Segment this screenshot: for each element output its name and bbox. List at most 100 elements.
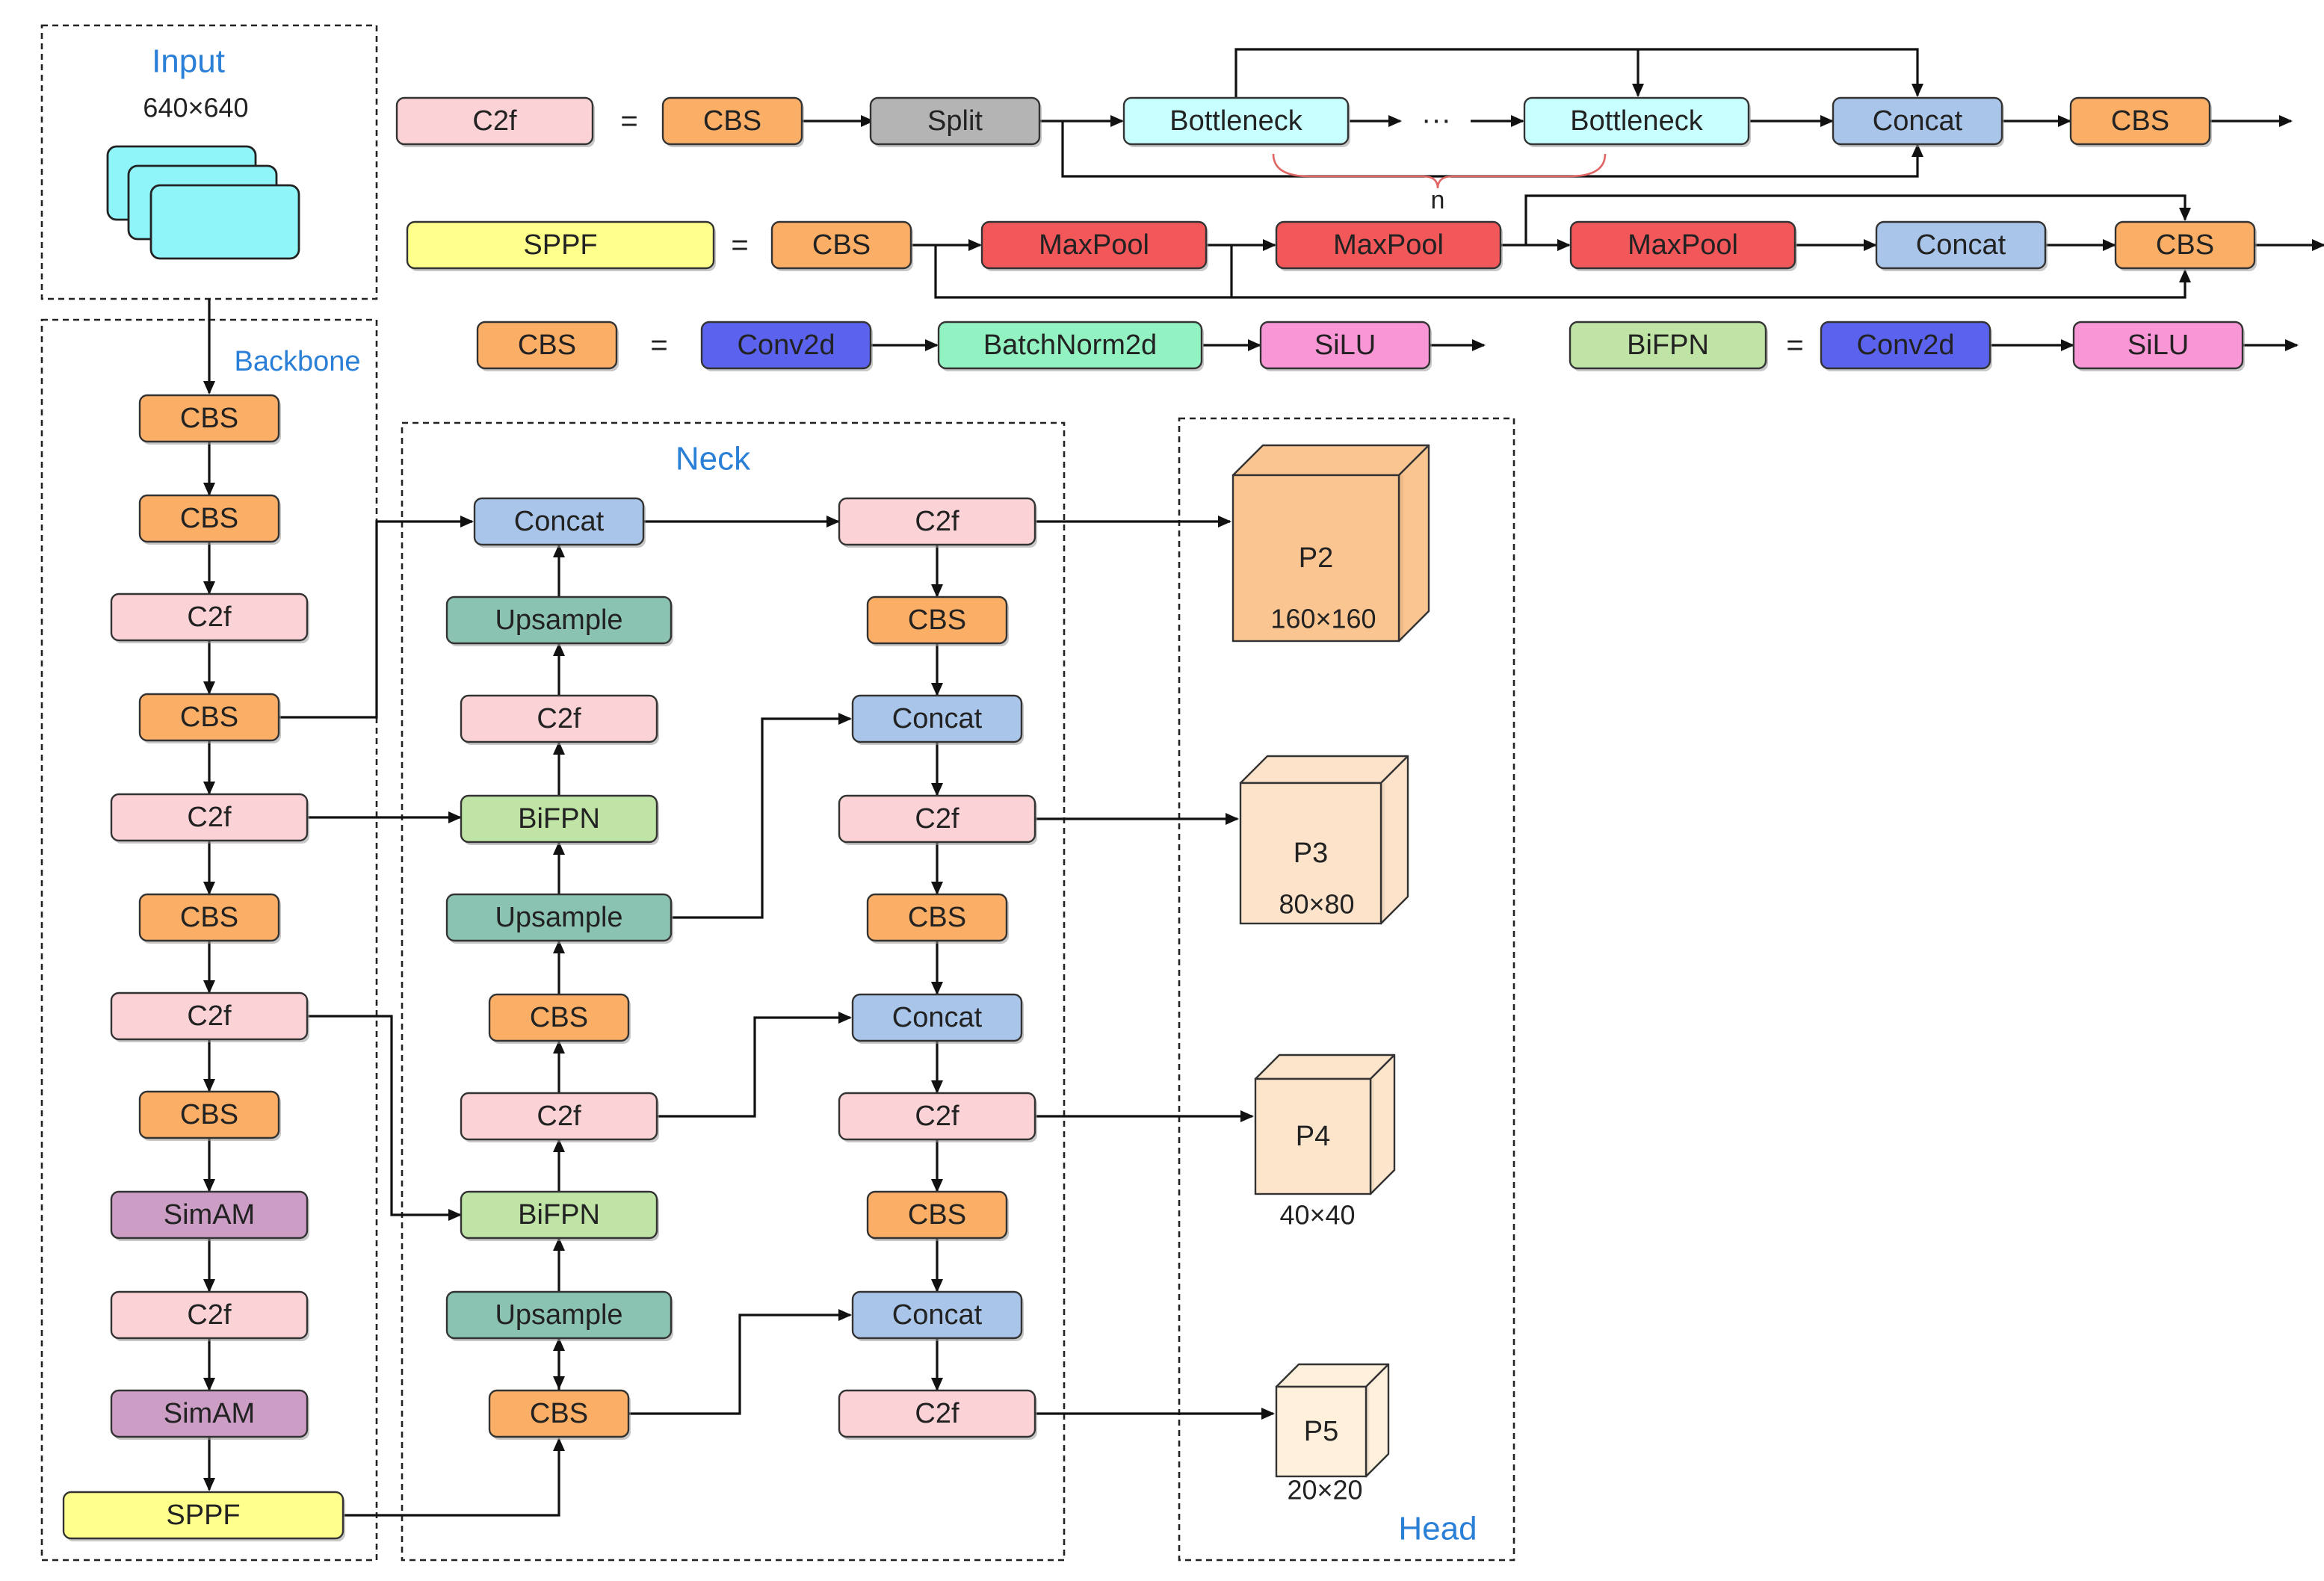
sppf-def-cbs-out-label: CBS	[2156, 229, 2214, 261]
neck-right-c2f-10-box	[838, 1389, 1036, 1438]
sppf-def-maxpool-2	[1275, 220, 1503, 271]
backbone-c2f-10-box	[110, 1290, 309, 1340]
sppf-def-maxpool-2-box	[1275, 220, 1502, 270]
neck-right-cbs-5-box	[866, 893, 1008, 942]
backbone-cbs-6	[138, 893, 281, 944]
head-cube-p5-front	[1275, 1385, 1367, 1478]
sppf-def-cbs-box	[770, 220, 912, 270]
neck-right-c2f-10-label: C2f	[915, 1398, 959, 1429]
cbs-def-name-box	[476, 321, 618, 370]
sppf-def-concat-box	[1875, 220, 2047, 270]
neck-right-concat-6-box	[851, 993, 1023, 1042]
backbone-c2f-3	[110, 593, 309, 643]
backbone-sppf-label: SPPF	[166, 1500, 240, 1531]
sppf-bypass-edge	[1524, 194, 2191, 245]
c2f-to-concat-edge	[658, 1012, 852, 1118]
backbone-simam-11-label: SimAM	[164, 1398, 255, 1429]
neck-left-concat-1-box	[473, 497, 645, 546]
neck-right-concat-3	[851, 694, 1024, 745]
backbone-cbs-2	[138, 494, 281, 545]
neck-left-c2f-3-box	[460, 694, 658, 743]
neck-right-c2f-1	[838, 497, 1037, 548]
neck-left-c2f-7	[460, 1092, 659, 1142]
cbs-def-silu-label: SiLU	[1314, 329, 1376, 361]
head-cube-p5-label: P5	[1304, 1416, 1338, 1447]
sppf-def-cbs-label: CBS	[812, 229, 871, 261]
neck-right-concat-3-label: Concat	[892, 703, 983, 734]
bifpn-def-conv2d-box	[1820, 321, 1991, 370]
cbs-def-silu-box	[1259, 321, 1431, 370]
sppf-def-maxpool-3-box	[1569, 220, 1796, 270]
backbone-c2f-5	[110, 793, 309, 844]
backbone-sppf-box	[62, 1491, 344, 1540]
c2f-def-name-box	[395, 96, 594, 146]
c2f-def-bottleneck-n	[1523, 96, 1751, 147]
neck-left-upsample-5	[445, 893, 673, 944]
cbs-def-silu	[1259, 321, 1432, 371]
neck-left-bifpn-4	[460, 794, 659, 845]
neck-left-bifpn-4-box	[460, 794, 658, 844]
cbs-def-conv2d-box	[700, 321, 872, 370]
neck-right-cbs-8-box	[866, 1190, 1008, 1240]
neck-right-c2f-7-label: C2f	[915, 1101, 959, 1132]
backbone-to-bifpn-edge	[308, 1015, 462, 1221]
neck-left-cbs-10-label: CBS	[530, 1398, 588, 1429]
head-cube-p5-shade	[1366, 1387, 1370, 1476]
neck-right-c2f-4	[838, 794, 1037, 845]
neck-right-c2f-7	[838, 1092, 1037, 1142]
head-cube-p4	[1254, 1054, 1396, 1195]
neck-right-c2f-10	[838, 1389, 1037, 1440]
neck-left-bifpn-8-box	[460, 1190, 658, 1240]
sppf-def-cbs-out-box	[2114, 220, 2256, 270]
cbs-def-batchnorm2d	[937, 321, 1204, 371]
backbone-cbs-2-label: CBS	[180, 503, 238, 534]
head-cube-p2-top	[1231, 444, 1430, 477]
c2f-repeat-n: n	[1431, 186, 1445, 214]
neck-left-upsample-9-label: Upsample	[495, 1299, 622, 1331]
head-cube-p2-front	[1231, 474, 1400, 643]
c2f-def-bottleneck-1-label: Bottleneck	[1169, 105, 1302, 137]
head-section	[1178, 417, 1515, 1562]
neck-left-cbs-6-box	[488, 993, 630, 1042]
c2f-def-cbs-out-label: CBS	[2111, 105, 2169, 137]
backbone-cbs-2-box	[138, 494, 280, 543]
sppf-to-neck-edge	[344, 1438, 565, 1517]
backbone-cbs-6-box	[138, 893, 280, 942]
neck-right-cbs-5-label: CBS	[908, 902, 966, 933]
neck-right-cbs-2-label: CBS	[908, 604, 966, 636]
neck-right-cbs-8-label: CBS	[908, 1199, 966, 1231]
head-cube-p4-shade	[1370, 1079, 1374, 1194]
backbone-sppf	[62, 1491, 345, 1541]
neck-section	[401, 421, 1066, 1562]
neck-right-cbs-5	[866, 893, 1009, 944]
neck-left-upsample-2-label: Upsample	[495, 604, 622, 636]
neck-left-bifpn-4-label: BiFPN	[518, 803, 600, 835]
neck-right-c2f-4-label: C2f	[915, 803, 959, 835]
backbone-cbs-8	[138, 1090, 281, 1141]
c2f-def-ellipsis: ···	[1421, 103, 1451, 136]
neck-right-c2f-4-box	[838, 794, 1036, 844]
sppf-def-name	[406, 220, 716, 271]
sppf-def-maxpool-1-box	[980, 220, 1208, 270]
c2f-def-split-box	[869, 96, 1041, 146]
c2f-def-equals: =	[620, 105, 637, 137]
c2f-def-concat-box	[1832, 96, 2003, 146]
head-cube-p3-top	[1239, 755, 1409, 785]
sppf-def-name-box	[406, 220, 715, 270]
head-size-p4: 40×40	[1279, 1200, 1355, 1231]
c2f-def-split	[869, 96, 1042, 147]
backbone-cbs-1-box	[138, 394, 280, 443]
bifpn-def-conv2d	[1820, 321, 1992, 371]
c2f-def-concat-label: Concat	[1873, 105, 1963, 137]
backbone-cbs-8-label: CBS	[180, 1099, 238, 1130]
head-size-p3: 80×80	[1279, 889, 1354, 920]
cbs-def-conv2d-label: Conv2d	[738, 329, 835, 361]
head-cube-p2	[1231, 444, 1430, 643]
sppf-def-maxpool-3	[1569, 220, 1797, 271]
cbs-def-batchnorm2d-label: BatchNorm2d	[983, 329, 1157, 361]
backbone-cbs-8-box	[138, 1090, 280, 1139]
backbone-cbs-1	[138, 394, 281, 445]
backbone-cbs-6-label: CBS	[180, 902, 238, 933]
